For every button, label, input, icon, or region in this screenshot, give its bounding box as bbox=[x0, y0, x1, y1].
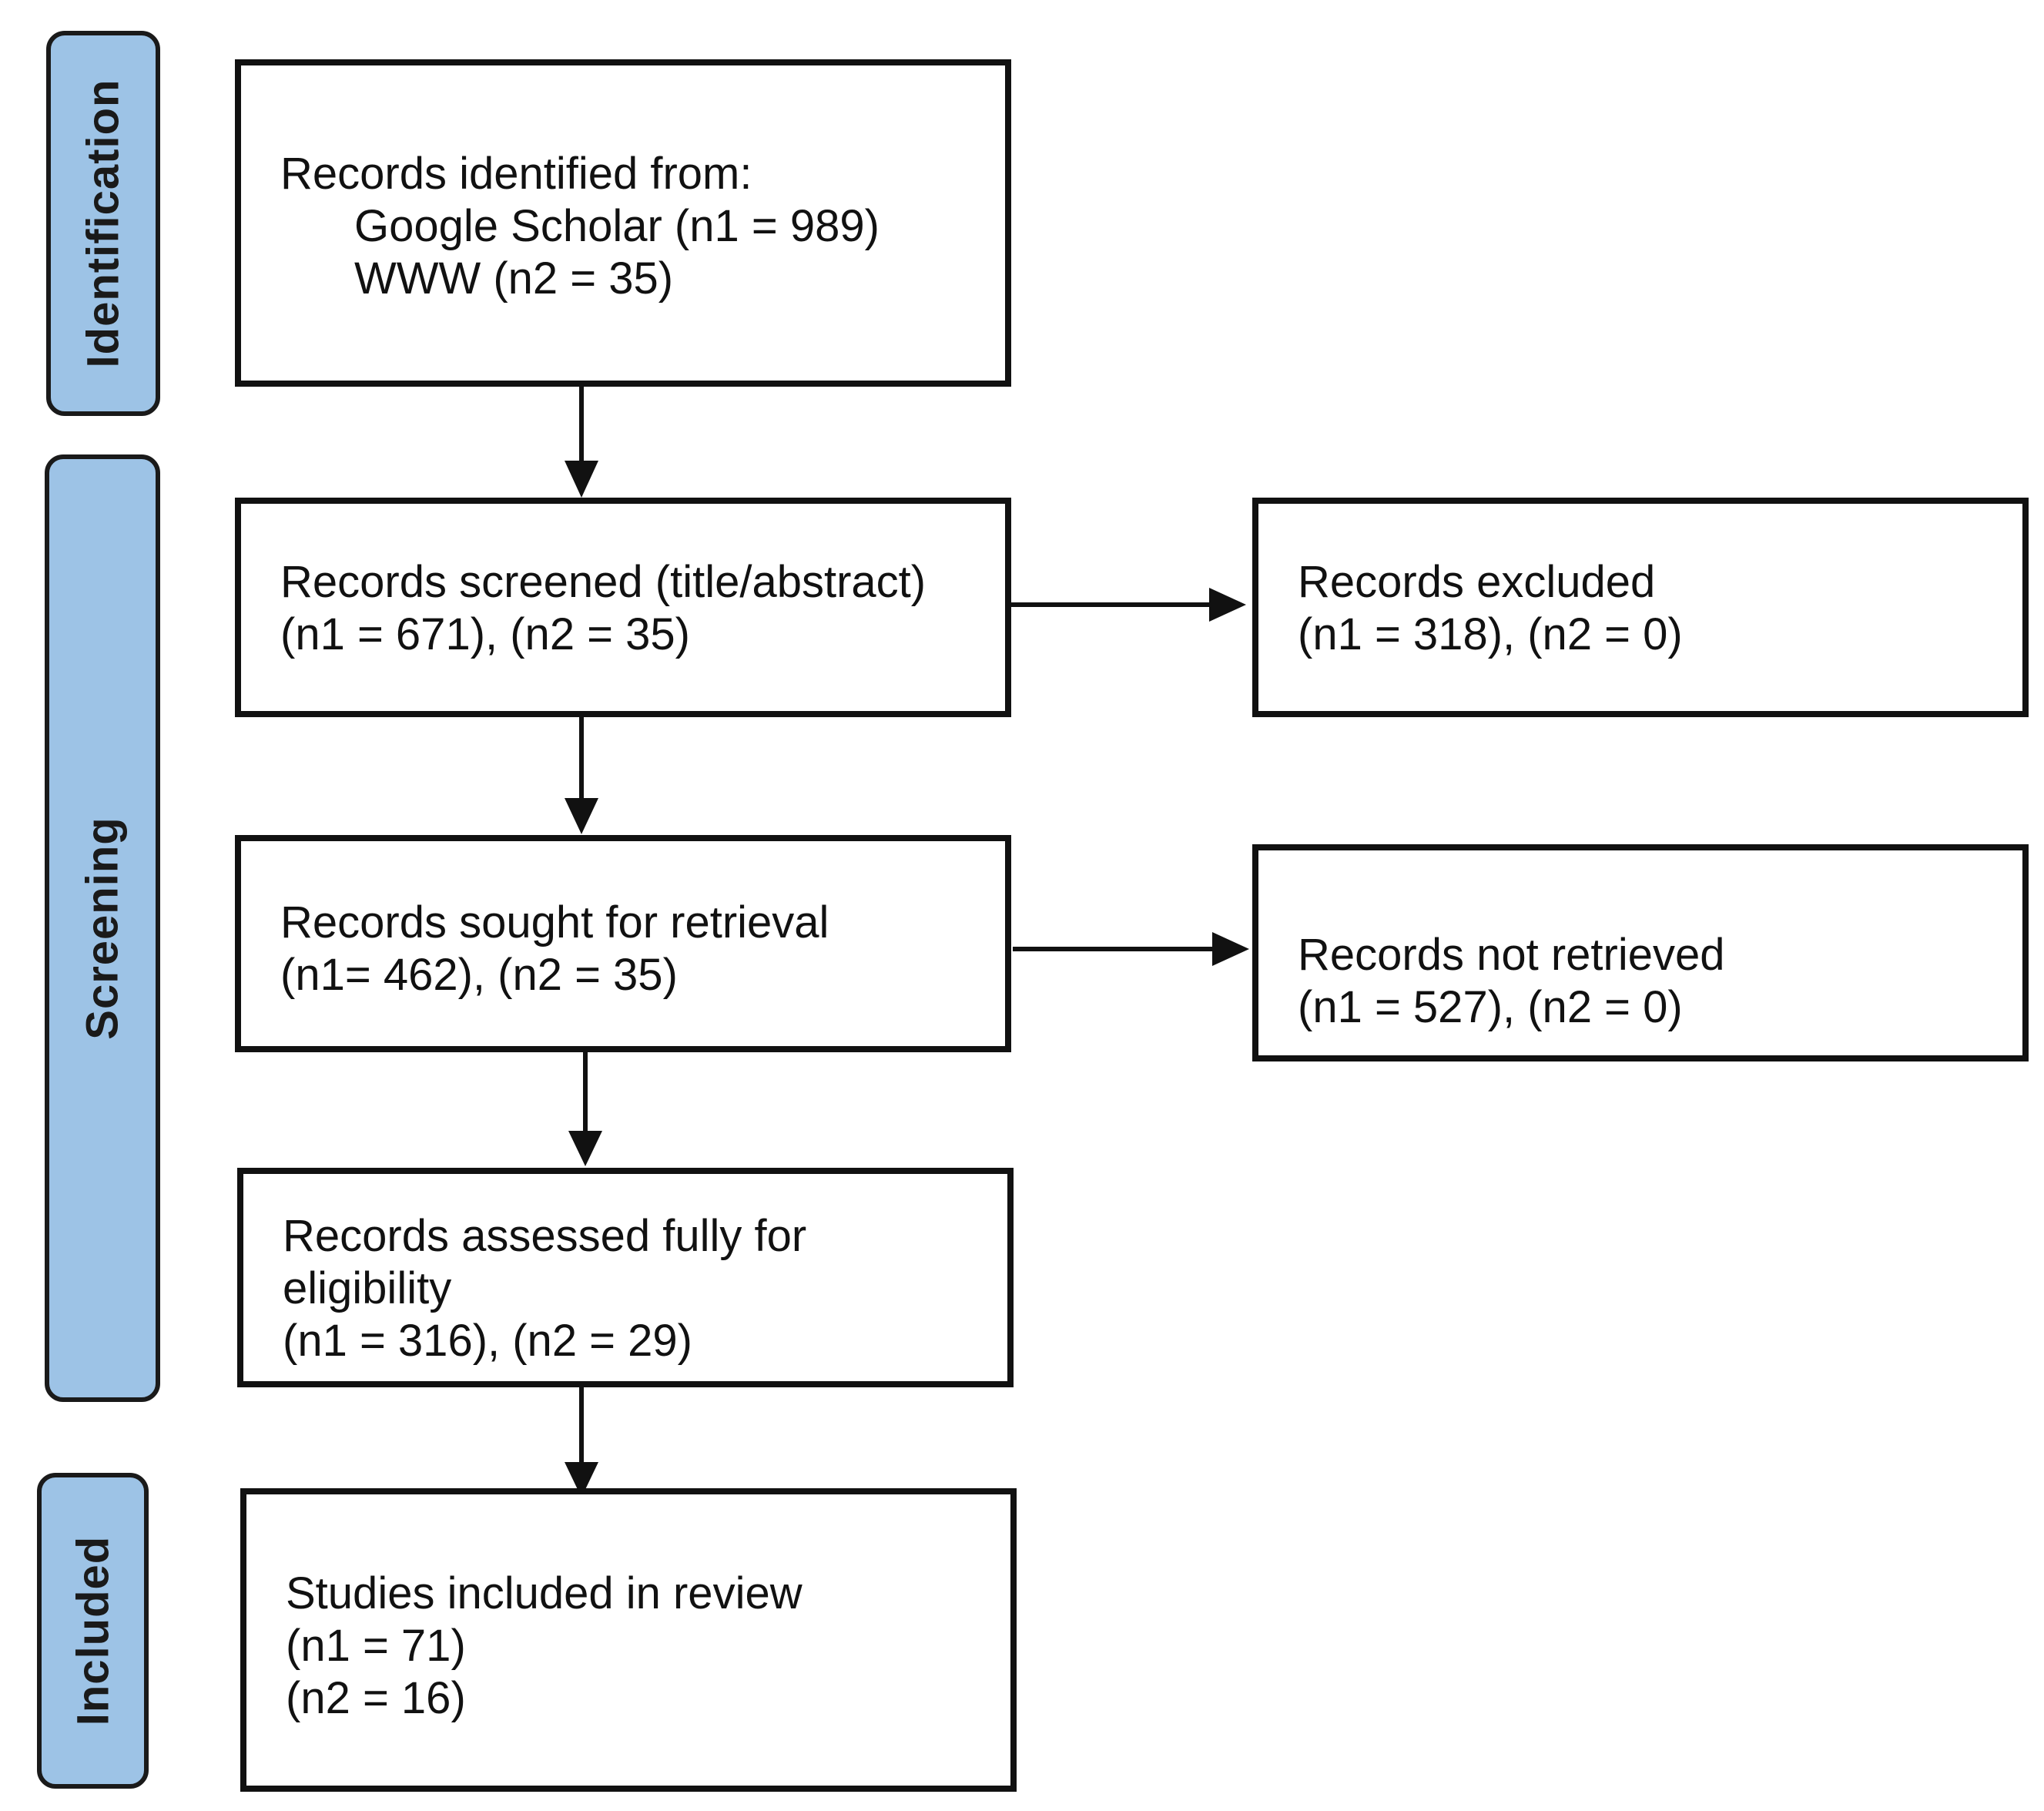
arrowhead-screened bbox=[565, 461, 598, 498]
arrowhead-not-retrieved bbox=[1212, 932, 1249, 966]
box-records-not-retrieved: Records not retrieved (n1 = 527), (n2 = … bbox=[1252, 844, 2029, 1061]
arrowhead-included bbox=[565, 1462, 598, 1497]
included-count-n2: (n2 = 16) bbox=[286, 1673, 466, 1723]
identified-source-www: WWW (n2 = 35) bbox=[354, 253, 674, 304]
phase-screening: Screening bbox=[45, 454, 160, 1402]
box-studies-included: Studies included in review (n1 = 71) (n2… bbox=[240, 1488, 1017, 1792]
identified-source-google-scholar: Google Scholar (n1 = 989) bbox=[354, 201, 880, 251]
included-label: Studies included in review bbox=[286, 1568, 803, 1618]
box-records-assessed: Records assessed fully for eligibility (… bbox=[237, 1168, 1014, 1387]
assessed-label-line1: Records assessed fully for bbox=[283, 1211, 807, 1261]
arrowhead-sought bbox=[565, 798, 598, 834]
arrowhead-assessed bbox=[568, 1131, 602, 1166]
not-retrieved-counts: (n1 = 527), (n2 = 0) bbox=[1298, 982, 1683, 1032]
identified-heading: Records identified from: bbox=[280, 149, 752, 199]
assessed-label-line2: eligibility bbox=[283, 1263, 452, 1313]
excluded-counts: (n1 = 318), (n2 = 0) bbox=[1298, 609, 1683, 659]
box-records-excluded: Records excluded (n1 = 318), (n2 = 0) bbox=[1252, 498, 2029, 717]
sought-counts: (n1= 462), (n2 = 35) bbox=[280, 950, 678, 1000]
assessed-counts: (n1 = 316), (n2 = 29) bbox=[283, 1316, 692, 1366]
screened-counts: (n1 = 671), (n2 = 35) bbox=[280, 609, 690, 659]
excluded-label: Records excluded bbox=[1298, 557, 1656, 607]
arrowhead-excluded bbox=[1209, 588, 1246, 622]
box-records-identified: Records identified from: Google Scholar … bbox=[235, 59, 1011, 387]
phase-identification: Identification bbox=[46, 31, 160, 416]
box-records-sought: Records sought for retrieval (n1= 462), … bbox=[235, 835, 1011, 1052]
not-retrieved-label: Records not retrieved bbox=[1298, 930, 1725, 980]
box-records-screened: Records screened (title/abstract) (n1 = … bbox=[235, 498, 1011, 717]
phase-included: Included bbox=[37, 1473, 149, 1789]
screened-label: Records screened (title/abstract) bbox=[280, 557, 927, 607]
included-count-n1: (n1 = 71) bbox=[286, 1621, 466, 1671]
sought-label: Records sought for retrieval bbox=[280, 897, 829, 947]
